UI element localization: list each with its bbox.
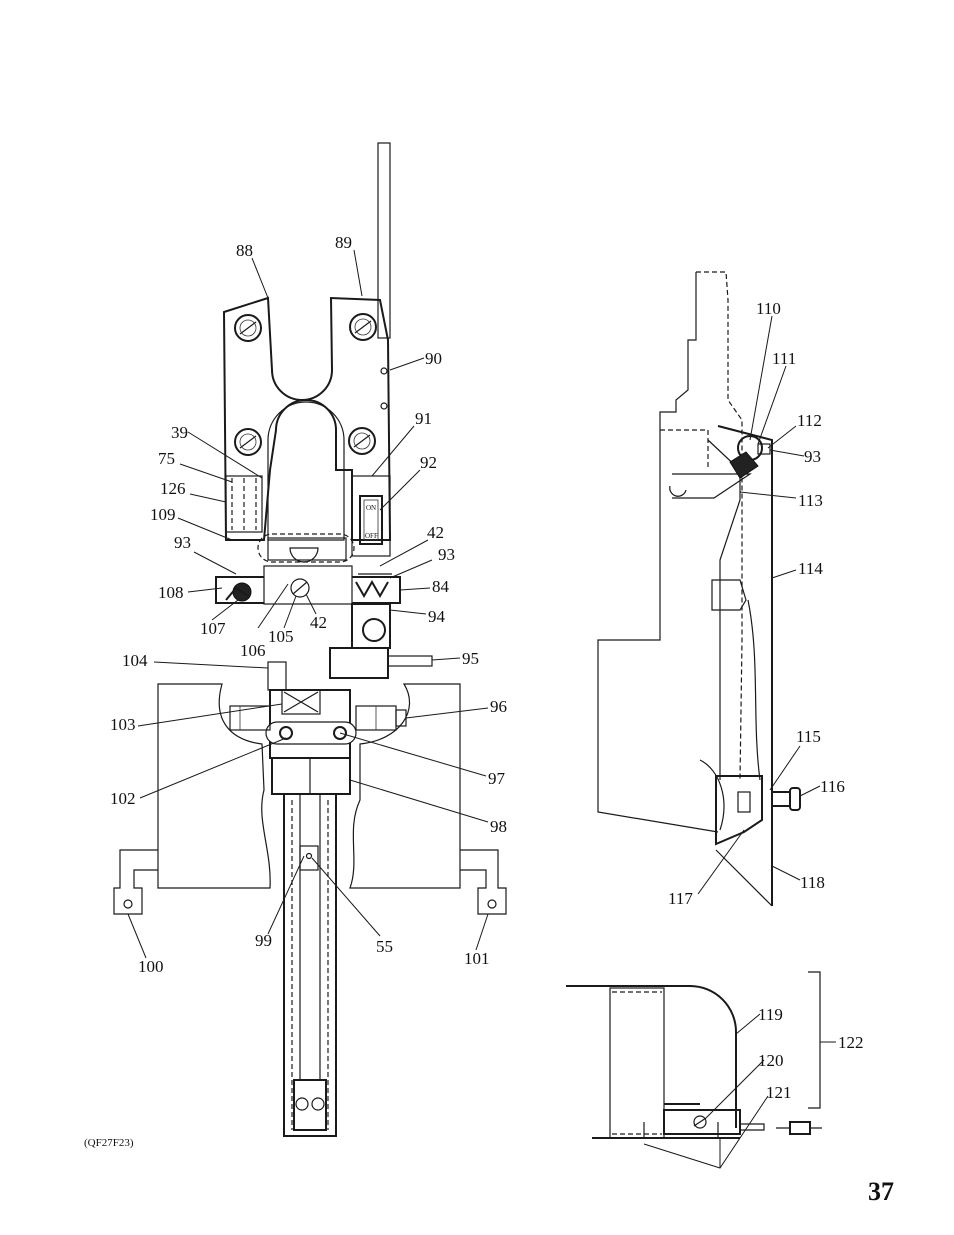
label-126: 126	[160, 479, 186, 498]
label-42-top: 42	[427, 523, 444, 542]
label-113: 113	[798, 491, 823, 510]
label-119: 119	[758, 1005, 783, 1024]
label-92: 92	[420, 453, 437, 472]
label-108: 108	[158, 583, 184, 602]
page-number: 37	[868, 1177, 894, 1206]
label-55: 55	[376, 937, 393, 956]
label-101: 101	[464, 949, 490, 968]
detail-leader-lines	[643, 1013, 836, 1169]
label-109: 109	[150, 505, 176, 524]
label-121: 121	[766, 1083, 792, 1102]
side-view-drawing	[597, 271, 801, 907]
switch-off-label: OFF	[365, 532, 378, 540]
main-leader-lines	[127, 249, 489, 959]
label-93-side: 93	[804, 447, 821, 466]
label-93-left: 93	[174, 533, 191, 552]
label-91: 91	[415, 409, 432, 428]
label-104: 104	[122, 651, 148, 670]
label-89: 89	[335, 233, 352, 252]
label-118: 118	[800, 873, 825, 892]
lower-bar-screw-icons	[225, 573, 392, 602]
label-115: 115	[796, 727, 821, 746]
label-99: 99	[255, 931, 272, 950]
label-111: 111	[772, 349, 796, 368]
plate-screw-icons	[234, 313, 388, 456]
label-102: 102	[110, 789, 136, 808]
label-103: 103	[110, 715, 136, 734]
label-97: 97	[488, 769, 506, 788]
label-42-bottom: 42	[310, 613, 327, 632]
label-116: 116	[820, 777, 845, 796]
side-leader-lines	[697, 315, 821, 895]
label-120: 120	[758, 1051, 784, 1070]
label-105: 105	[268, 627, 294, 646]
label-100: 100	[138, 957, 164, 976]
part-labels: 88 89 90 91 92 39 75 126 109 93 42 93 10…	[110, 233, 864, 1102]
switch-on-label: ON	[366, 504, 376, 512]
label-75: 75	[158, 449, 175, 468]
label-107: 107	[200, 619, 226, 638]
label-114: 114	[798, 559, 823, 578]
label-90: 90	[425, 349, 442, 368]
detail-view-drawing	[566, 971, 822, 1139]
label-94: 94	[428, 607, 446, 626]
main-assembly-drawing: ON OFF	[113, 142, 507, 1137]
label-39: 39	[171, 423, 188, 442]
label-112: 112	[797, 411, 822, 430]
label-96: 96	[490, 697, 507, 716]
label-110: 110	[756, 299, 781, 318]
label-95: 95	[462, 649, 479, 668]
label-117: 117	[668, 889, 693, 908]
label-106: 106	[240, 641, 266, 660]
figure-code: (QF27F23)	[84, 1137, 134, 1149]
label-122: 122	[838, 1033, 864, 1052]
label-98: 98	[490, 817, 507, 836]
label-88: 88	[236, 241, 253, 260]
label-84: 84	[432, 577, 450, 596]
label-93-right: 93	[438, 545, 455, 564]
